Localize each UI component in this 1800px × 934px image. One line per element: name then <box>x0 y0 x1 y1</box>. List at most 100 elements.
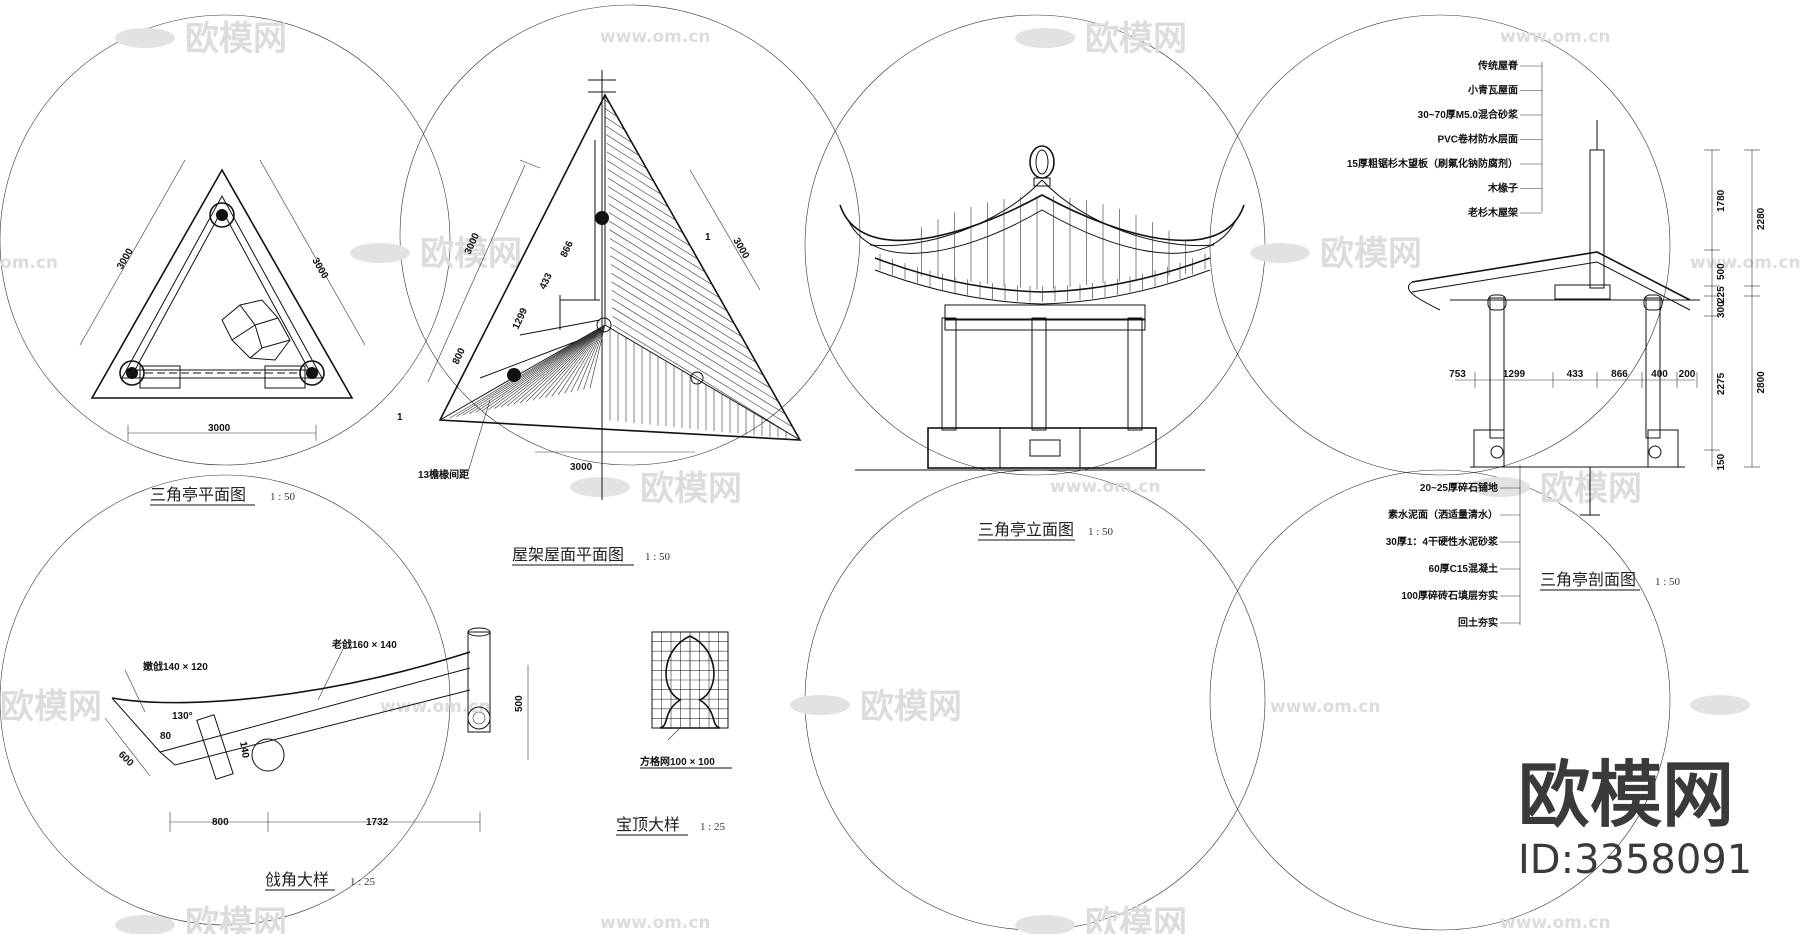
floor-layer-label: 回土夯实 <box>1458 616 1498 629</box>
dim-label: 3000 <box>208 423 231 434</box>
dim-label: 866 <box>1611 369 1628 380</box>
roof-layer-label: 30~70厚M5.0混合砂浆 <box>1418 108 1519 121</box>
detail-label: 130° <box>172 711 193 722</box>
dim-label: 150 <box>1716 453 1727 470</box>
plan-drawing: 3000 3000 3000 三角亭平面图 1 : 50 <box>79 159 366 506</box>
dim-label: 1299 <box>511 306 531 331</box>
watermark-url: www.om.cn <box>1270 697 1381 717</box>
elevation-title: 三角亭立面图 <box>978 521 1074 539</box>
watermark-url: www.om.cn <box>380 697 491 717</box>
watermark-url: www.om.cn <box>1500 913 1611 933</box>
detail-label: 嫩戗140 × 120 <box>143 660 208 673</box>
finial-detail-title: 宝顶大样 <box>616 816 680 834</box>
finial-detail-drawing: 方格网100 × 100 宝顶大样 1 : 25 <box>616 631 732 836</box>
watermark-text: 欧模网 <box>860 687 962 727</box>
floor-layer-label: 素水泥面（洒适量清水） <box>1388 508 1498 521</box>
dim-label: 800 <box>212 817 229 828</box>
dim-label: 3000 <box>309 256 330 281</box>
dim-label: 433 <box>538 271 555 291</box>
roof-hatch-right <box>604 99 801 441</box>
column-icon <box>119 360 145 386</box>
elevation-drawing: 三角亭立面图 1 : 50 <box>839 145 1245 541</box>
dim-label: 80 <box>160 731 172 742</box>
watermark-text: 欧模网 <box>185 904 287 934</box>
finial-icon <box>1029 145 1055 187</box>
brand-id: ID:3358091 <box>1518 837 1752 883</box>
roof-plan-drawing: 3000 866 433 1299 800 1 3000 1 3000 13檐椽… <box>397 70 802 566</box>
column-icon <box>209 202 235 228</box>
floor-layer-label: 60厚C15混凝土 <box>1429 562 1498 575</box>
column-icon <box>690 371 704 385</box>
watermark-text: 欧模网 <box>1085 904 1187 934</box>
dim-label: 140 <box>237 741 251 760</box>
roof-hatch-left <box>449 324 606 419</box>
watermark-logo-icon <box>115 28 1750 934</box>
column-icon <box>595 211 609 225</box>
dim-label: 500 <box>1716 263 1727 280</box>
dim-label: 1732 <box>366 817 389 828</box>
dim-label: 500 <box>514 695 525 712</box>
roof-hatch-bottom <box>609 327 787 439</box>
dim-label: 200 <box>1679 369 1696 380</box>
floor-layer-label: 30厚1：4干硬性水泥砂浆 <box>1386 535 1499 548</box>
elevation-scale: 1 : 50 <box>1088 526 1114 538</box>
dim-label: 866 <box>559 239 576 259</box>
plan-title: 三角亭平面图 <box>150 486 246 504</box>
dim-label: 2800 <box>1756 371 1767 394</box>
dim-label: 2280 <box>1756 207 1767 230</box>
dim-label: 2275 <box>1716 372 1727 395</box>
watermark-text: 欧模网 <box>0 687 102 727</box>
watermark-text: 欧模网 <box>1320 234 1422 274</box>
dim-label: 753 <box>1449 369 1466 380</box>
roof-tile-lines <box>921 196 1186 290</box>
roof-layer-label: PVC卷材防水层面 <box>1437 133 1518 146</box>
watermark-text: 欧模网 <box>420 234 522 274</box>
dim-label: 433 <box>1567 369 1584 380</box>
dim-label: 3000 <box>730 236 751 261</box>
roof-layer-label: 传统屋脊 <box>1477 59 1519 72</box>
roof-layer-label: 老杉木屋架 <box>1467 206 1518 219</box>
watermark-url: www.om.cn <box>600 913 711 933</box>
column-icon <box>507 368 521 382</box>
dim-label: 300 <box>1716 301 1727 318</box>
watermark-url: www.om.cn <box>1500 27 1611 47</box>
dim-label: 3000 <box>115 246 136 271</box>
column-icon <box>299 360 325 386</box>
section-title: 三角亭剖面图 <box>1540 571 1636 589</box>
dim-label: 3000 <box>570 462 593 473</box>
roof-plan-scale: 1 : 50 <box>645 551 671 563</box>
watermark-url: www.om.cn <box>1690 253 1800 273</box>
detail-label: 老戗160 × 140 <box>331 638 397 651</box>
brand-badge: 欧模网 ID:3358091 <box>1518 753 1752 883</box>
watermark-text: 欧模网 <box>640 469 742 509</box>
stone-seat-icon <box>221 299 291 361</box>
roof-layer-label: 小青瓦屋面 <box>1467 84 1518 97</box>
dim-label: 600 <box>116 749 136 769</box>
dim-label: 800 <box>451 346 468 366</box>
roof-note: 13檐椽间距 <box>418 468 469 481</box>
dim-label: 225 <box>1716 286 1727 303</box>
watermark-url: om.cn <box>0 253 58 273</box>
floor-layer-label: 20~25厚碎石铺地 <box>1420 481 1498 494</box>
dim-label: 1 <box>705 232 711 243</box>
dim-label: 1780 <box>1716 189 1727 212</box>
corner-detail-scale: 1 : 25 <box>350 876 376 888</box>
roof-plan-title: 屋架屋面平面图 <box>512 546 624 564</box>
eave-bracket-row <box>879 253 1206 302</box>
corner-detail-title: 戗角大样 <box>265 871 329 889</box>
floor-layer-label: 100厚碎砖石填层夯实 <box>1401 589 1498 602</box>
roof-layer-label: 木椽子 <box>1487 182 1518 195</box>
dim-label: 1299 <box>1503 369 1526 380</box>
finial-grid-label: 方格网100 × 100 <box>640 755 715 768</box>
plan-scale: 1 : 50 <box>270 491 296 503</box>
watermark-url: www.om.cn <box>1050 477 1161 497</box>
dim-label: 400 <box>1651 369 1668 380</box>
section-scale: 1 : 50 <box>1655 576 1681 588</box>
roof-layer-label: 15厚粗锯杉木望板（刷氟化钠防腐剂） <box>1347 157 1518 170</box>
watermark-text: 欧模网 <box>1085 19 1187 59</box>
brand-name: 欧模网 <box>1518 753 1734 837</box>
